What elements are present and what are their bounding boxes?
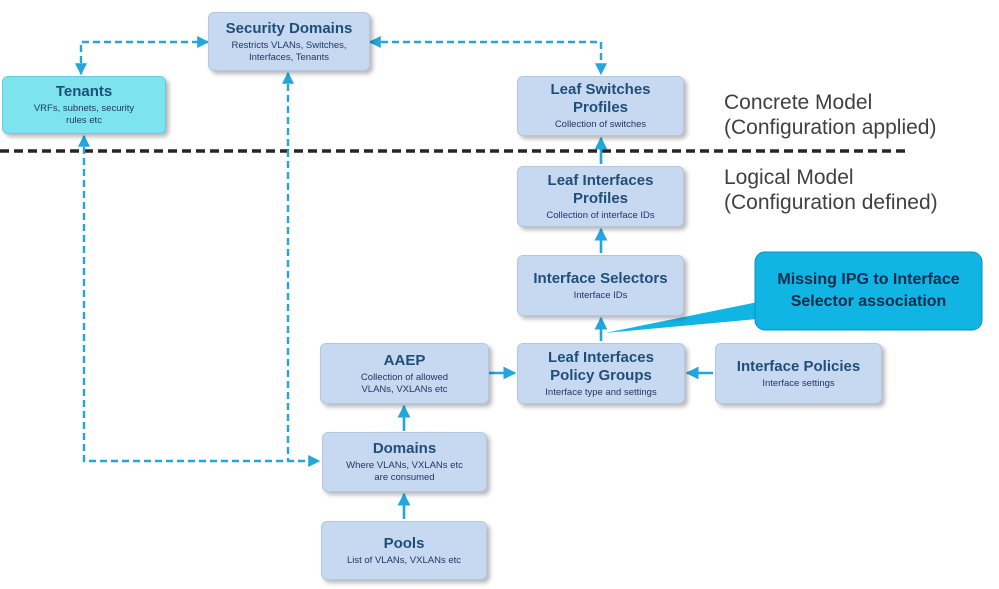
node-leaf-switches-profiles[interactable]: Leaf Switches Profiles Collection of swi…	[517, 76, 684, 136]
label-logical-model: Logical Model (Configuration defined)	[724, 165, 938, 215]
edge-tenants-domains	[78, 134, 321, 467]
node-title: Security Domains	[225, 19, 353, 37]
node-title: Leaf Interfaces Policy Groups	[548, 348, 654, 384]
edge-tenants-security-domains	[75, 36, 210, 76]
callout-box	[754, 251, 983, 331]
node-subtitle: Interface type and settings	[545, 386, 657, 398]
node-tenants[interactable]: Tenants VRFs, subnets, security rules et…	[2, 76, 166, 134]
node-title: Pools	[383, 534, 425, 552]
node-subtitle: Interface IDs	[573, 289, 628, 301]
node-subtitle: List of VLANs, VXLANs etc	[346, 554, 462, 566]
callout-bubble	[605, 251, 983, 333]
node-subtitle: Collection of allowed VLANs, VXLANs etc	[360, 371, 449, 395]
node-title: Interface Selectors	[533, 269, 668, 287]
label-concrete-model-title: Concrete Model	[724, 91, 873, 114]
label-logical-model-title: Logical Model	[724, 166, 854, 189]
node-title: AAEP	[383, 351, 426, 369]
node-title: Leaf Switches Profiles	[550, 81, 651, 116]
edge-security-domains-leaf-switches	[368, 36, 607, 76]
node-subtitle: Restricts VLANs, Switches, Interfaces, T…	[231, 39, 347, 63]
node-title: Tenants	[55, 83, 113, 100]
node-pools[interactable]: Pools List of VLANs, VXLANs etc	[321, 521, 487, 580]
node-title: Domains	[372, 440, 437, 457]
node-subtitle: VRFs, subnets, security rules etc	[33, 103, 135, 126]
node-subtitle: Where VLANs, VXLANs etc are consumed	[346, 460, 463, 483]
node-leaf-interfaces-policy-groups[interactable]: Leaf Interfaces Policy Groups Interface …	[517, 343, 685, 404]
callout-pointer	[605, 300, 768, 333]
label-concrete-model: Concrete Model (Configuration applied)	[724, 90, 936, 140]
node-security-domains[interactable]: Security Domains Restricts VLANs, Switch…	[208, 12, 370, 71]
node-domains[interactable]: Domains Where VLANs, VXLANs etc are cons…	[322, 432, 487, 492]
node-interface-selectors[interactable]: Interface Selectors Interface IDs	[517, 255, 684, 316]
label-logical-model-detail: (Configuration defined)	[724, 191, 938, 214]
node-interface-policies[interactable]: Interface Policies Interface settings	[715, 343, 882, 404]
node-title: Interface Policies	[736, 357, 861, 375]
node-leaf-interfaces-profiles[interactable]: Leaf Interfaces Profiles Collection of i…	[517, 166, 684, 227]
callout-text: Missing IPG to Interface Selector associ…	[777, 271, 960, 310]
node-subtitle: Collection of switches	[554, 119, 647, 130]
label-concrete-model-detail: (Configuration applied)	[724, 116, 937, 139]
node-title: Leaf Interfaces Profiles	[547, 171, 654, 207]
node-subtitle: Collection of interface IDs	[546, 209, 655, 221]
node-subtitle: Interface settings	[762, 377, 835, 389]
node-aaep[interactable]: AAEP Collection of allowed VLANs, VXLANs…	[320, 343, 489, 404]
